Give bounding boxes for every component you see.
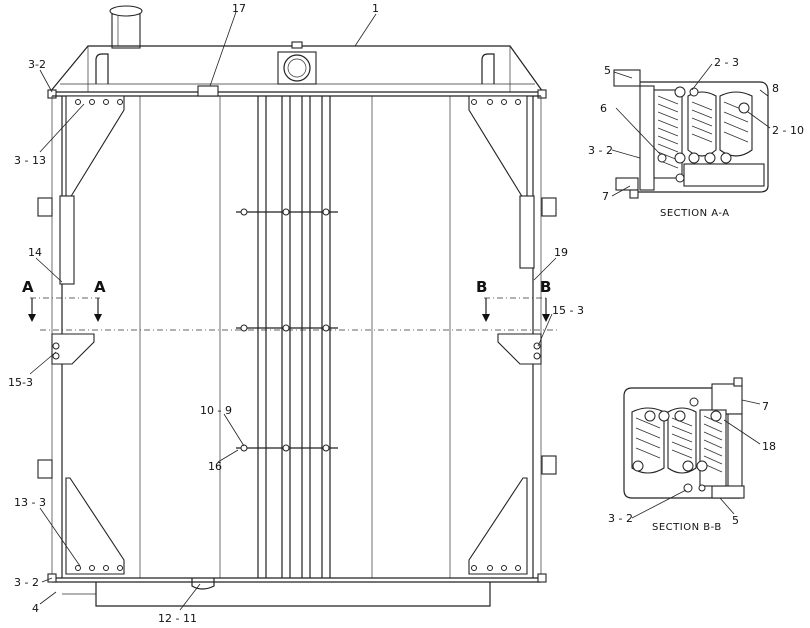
top-tank	[47, 41, 547, 99]
filler-neck	[109, 5, 143, 49]
label-17: 17	[232, 2, 246, 15]
section-a-a-label-3-2: 3 - 2	[588, 144, 613, 157]
label-3-2-top: 3-2	[28, 58, 46, 71]
section-a-a-label-6: 6	[600, 102, 607, 115]
top-clip	[197, 85, 219, 97]
label-10-9: 10 - 9	[200, 404, 232, 417]
side-supports	[37, 195, 557, 479]
label-3-13: 3 - 13	[14, 154, 46, 167]
label-a-left: A	[22, 278, 34, 296]
radiator-core	[40, 95, 560, 579]
label-b-right: B	[540, 278, 551, 296]
label-12-11: 12 - 11	[158, 612, 197, 625]
section-b-b-title: SECTION B-B	[652, 522, 722, 533]
label-15-3-right: 15 - 3	[552, 304, 584, 317]
label-4: 4	[32, 602, 39, 615]
section-arrows	[28, 297, 550, 322]
bottom-tank	[47, 573, 547, 607]
label-b-left: B	[476, 278, 487, 296]
label-13-3: 13 - 3	[14, 496, 46, 509]
section-a-a-label-8: 8	[772, 82, 779, 95]
section-b-b-label-7: 7	[762, 400, 769, 413]
section-a-a-label-7: 7	[602, 190, 609, 203]
label-19: 19	[554, 246, 568, 259]
section-b-b-view: 7 18 3 - 2 SECTION B-B 5	[608, 377, 776, 533]
strap-bolts	[240, 208, 330, 452]
label-14: 14	[28, 246, 42, 259]
corner-braces	[65, 95, 528, 575]
label-1: 1	[372, 2, 379, 15]
section-b-b-label-5: 5	[732, 514, 739, 527]
label-15-3-left: 15-3	[8, 376, 33, 389]
section-b-b-label-3-2: 3 - 2	[608, 512, 633, 525]
callout-labels: 1 17 3-2 3 - 13 14 A A 15-3 10 - 9 16 13…	[8, 2, 584, 625]
label-a-right: A	[94, 278, 106, 296]
section-a-a-label-5: 5	[604, 64, 611, 77]
section-a-a-label-2-3: 2 - 3	[714, 56, 739, 69]
section-b-b-label-18: 18	[762, 440, 776, 453]
label-16: 16	[208, 460, 222, 473]
leader-lines	[29, 11, 557, 611]
section-a-a-label-2-10: 2 - 10	[772, 124, 804, 137]
radiator-main-view: 1 17 3-2 3 - 13 14 A A 15-3 10 - 9 16 13…	[8, 2, 584, 625]
label-3-2-bottom: 3 - 2	[14, 576, 39, 589]
section-a-a-title: SECTION A-A	[660, 208, 730, 219]
section-a-a-view: 5 2 - 3 8 6 2 - 10 3 - 2 7 SECTION A-A	[588, 56, 804, 219]
